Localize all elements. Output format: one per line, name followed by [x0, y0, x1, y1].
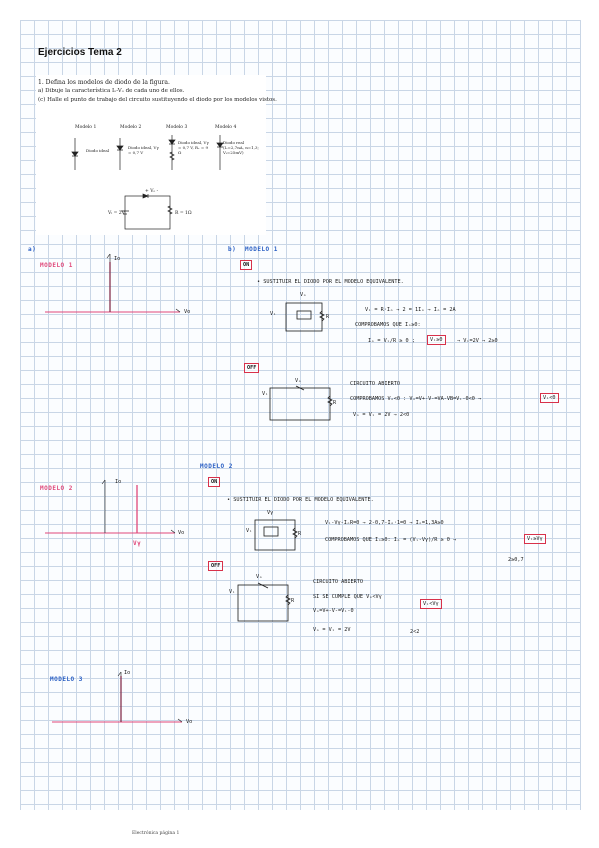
part-b-label: b)	[228, 246, 237, 253]
m1-on-badge: ON	[240, 260, 253, 270]
m2-off-resistor	[285, 594, 291, 606]
page-title: Ejercicios Tema 2	[38, 47, 122, 58]
m1-on-current-source	[296, 310, 312, 320]
m2-on-vg-label: Vγ	[267, 510, 274, 516]
m1-on-circuit	[285, 302, 323, 332]
m1-on-vd-label: Vₒ	[300, 292, 307, 298]
model-4-label: Modelo 4	[215, 125, 237, 130]
circuit-resistor-label: R = 1Ω	[175, 211, 192, 216]
m2-on-eq2: COMPROBAMOS QUE Iₒ≥0: Iₒ = (Vᵢ-Vγ)/R ≥ 0…	[325, 537, 457, 543]
m2-on-condition-box: Vᵢ≥Vγ	[524, 534, 546, 544]
m2-on-current-source	[263, 526, 279, 537]
model3-x-arrow	[177, 718, 183, 723]
printed-circuit-loop	[124, 195, 171, 230]
m1-on-eq1: Vᵢ = R·Iₒ → 2 = 1Iₒ → Iₒ = 2A	[365, 307, 456, 313]
model1-x-arrow	[175, 308, 181, 313]
problem-statement: 1. Defina los modelos de diodo de la fig…	[38, 79, 170, 86]
m2-on-resistor	[292, 527, 298, 539]
m1-off-vi-label: Vᵢ	[262, 391, 269, 397]
model2-x-arrow	[170, 529, 176, 534]
model-4-desc: Diodo real (Iₛ=2,7nA, n=1,3; Vₜ=25mV)	[223, 140, 259, 155]
model3-axis-vo: Vo	[186, 719, 193, 725]
model-2-label: Modelo 2	[120, 125, 142, 130]
m1-on-eq3: Iₒ = Vᵢ/R ≥ 0 ;	[368, 338, 415, 344]
model1-axis-io: Io	[114, 256, 121, 262]
m1-off-text1: CIRCUITO ABIERTO	[350, 381, 400, 387]
model3-y-arrow	[117, 671, 122, 677]
m1-off-condition-box: Vᵢ<0	[540, 393, 559, 403]
m2-on-r-label: R	[298, 531, 302, 537]
m2-off-vd-label: Vₒ	[256, 574, 263, 580]
part-c-text: (c) Halle el punto de trabajo del circui…	[38, 97, 277, 103]
m2-off-text4: Vₒ = Vᵢ = 2V	[313, 627, 351, 633]
model-3-label: Modelo 3	[166, 125, 188, 130]
m1-off-badge: OFF	[244, 363, 260, 373]
model2-vgamma: Vγ	[133, 540, 142, 547]
model-2-diode-symbol	[116, 145, 124, 151]
model-3-desc: Diodo ideal, Vγ = 0,7 V, Rₑ = 9 Ω	[178, 140, 209, 155]
m2-off-condition-box: Vᵢ<Vγ	[420, 599, 442, 609]
model-1-diode-symbol	[71, 151, 79, 157]
m1-on-eq4: → Vᵢ=2V → 2≥0	[457, 338, 498, 344]
model1-y-arrow	[106, 253, 111, 259]
circuit-source-label: Vᵢ = 2V	[108, 211, 125, 216]
part-a-label: a)	[28, 246, 37, 253]
model-4-diode-symbol	[216, 142, 224, 148]
m2-off-text2: SI SE CUMPLE QUE Vₒ<Vγ	[313, 594, 382, 600]
m2-off-r-label: R	[291, 598, 295, 604]
part-b-model2-heading: MODELO 2	[200, 463, 233, 470]
m2-off-badge: OFF	[208, 561, 224, 571]
m2-on-eq1: Vᵢ-Vγ-IₒR=0 → 2-0,7-Iₒ·1=0 → Iₒ=1,3A≥0	[325, 520, 444, 526]
m2-on-circuit	[254, 519, 296, 551]
circuit-vd-label: + Vₒ -	[145, 189, 159, 194]
m2-substitute-text: • SUSTITUIR EL DIODO POR EL MODELO EQUIV…	[227, 497, 374, 503]
model2-y-arrow	[101, 479, 106, 485]
model-1-label: Modelo 1	[75, 125, 97, 130]
m2-off-vi-label: Vᵢ	[229, 589, 236, 595]
m2-off-text5: 2<2	[410, 629, 420, 635]
m1-off-circuit	[269, 387, 331, 421]
printed-circuit-resistor	[167, 205, 173, 215]
model2-axis-vo: Vo	[178, 530, 185, 536]
m1-substitute-text: • SUSTITUIR EL DIODO POR EL MODELO EQUIV…	[257, 279, 404, 285]
m1-off-r-label: R	[333, 400, 337, 406]
printed-circuit-diode	[142, 193, 149, 199]
m1-on-resistor	[319, 310, 325, 322]
m1-off-text2: COMPROBAMOS Vₒ<0 : Vₒ=V+-V-=VA-VB=Vᵢ-0<0…	[350, 396, 482, 402]
m2-on-eq3: 2≥0,7	[508, 557, 524, 563]
m1-off-open-switch	[295, 385, 305, 391]
m1-off-text3: Vₒ = Vᵢ = 2V → 2<0	[353, 412, 410, 418]
m2-on-vi-label: Vᵢ	[246, 528, 253, 534]
m2-on-badge: ON	[208, 477, 221, 487]
printed-circuit-source	[121, 210, 129, 215]
page-footer: Electrónica página 1	[132, 831, 180, 836]
model3-heading: MODELO 3	[50, 676, 83, 683]
m1-on-vi-label: Vᵢ	[270, 311, 277, 317]
m1-off-vd-label: Vₒ	[295, 378, 302, 384]
m1-on-condition-box: Vᵢ≥0	[427, 335, 446, 345]
model1-heading: MODELO 1	[40, 262, 73, 269]
model2-axis-io: Io	[115, 479, 122, 485]
model3-axis-io: Io	[124, 670, 131, 676]
model2-heading: MODELO 2	[40, 485, 73, 492]
model-3-resistor	[169, 151, 175, 161]
m2-off-open-switch	[257, 582, 269, 589]
part-b-model1-heading: MODELO 1	[245, 246, 278, 253]
m1-on-eq2: COMPROBAMOS QUE Iₒ≥0:	[355, 322, 421, 328]
part-a-text: a) Dibuje la característica Iₒ-Vₒ de cad…	[38, 88, 185, 94]
m2-off-circuit	[237, 584, 289, 622]
model-3-diode-symbol	[168, 139, 176, 145]
m1-off-resistor	[327, 395, 333, 407]
m1-on-r-label: R	[326, 314, 330, 320]
m2-off-text3: Vₒ=V+-V-=Vᵢ-0	[313, 608, 354, 614]
model-2-desc: Diodo ideal, Vγ = 0,7 V	[128, 145, 159, 155]
model1-axis-vo: Vo	[184, 309, 191, 315]
model-1-desc: Diodo ideal	[86, 148, 110, 153]
m2-off-text1: CIRCUITO ABIERTO	[313, 579, 363, 585]
